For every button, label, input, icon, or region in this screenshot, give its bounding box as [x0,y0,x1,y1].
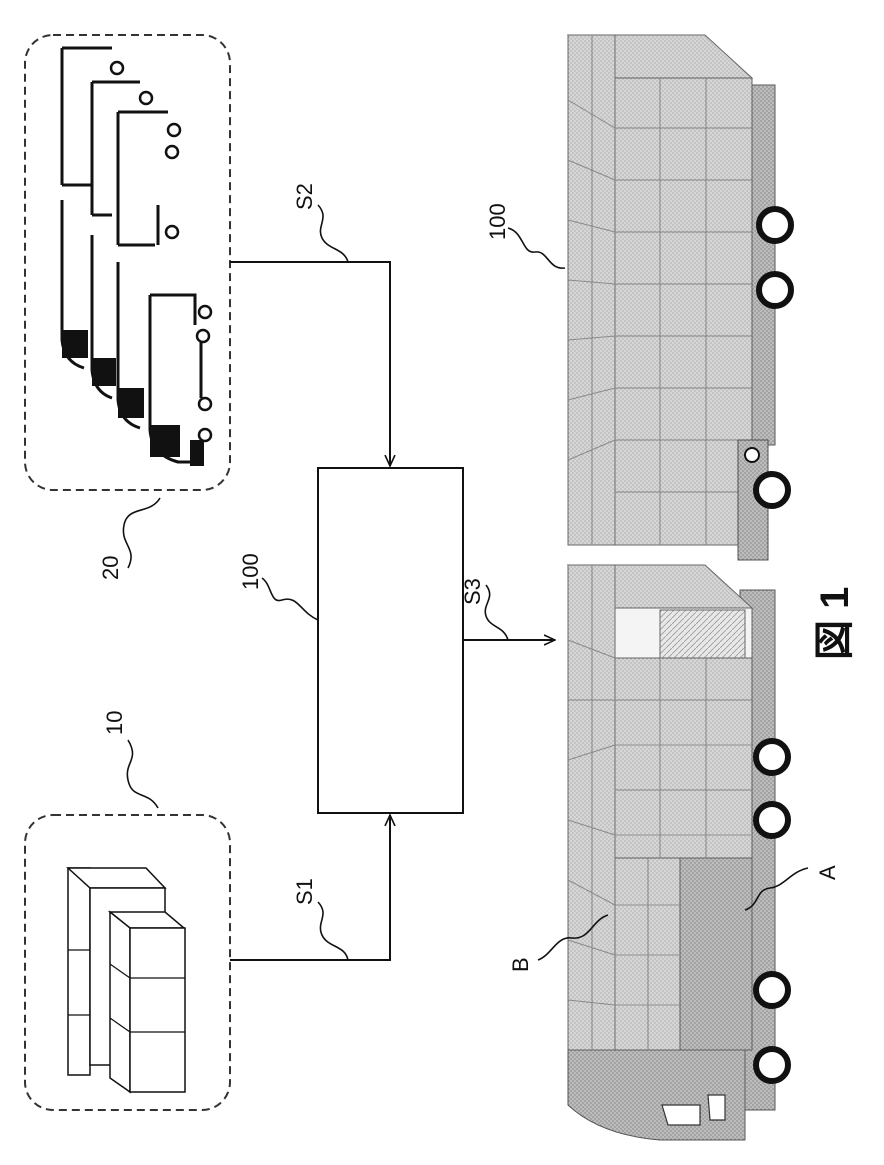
leader-s2 [318,205,348,262]
label-truck: 100 [485,203,510,240]
label-device: 100 [238,553,263,590]
cargo-group: 10 [25,711,230,1110]
signal-s3: S3 [460,578,555,640]
cargo-boxes-icon [68,868,185,1092]
vehicle-group: 20 [25,35,230,580]
wire-s2 [230,262,390,466]
signal-s2: S2 [230,183,390,466]
leader-vehicle-group [123,498,160,568]
label-cargo-group: 10 [102,711,127,735]
signal-s1: S1 [230,815,390,960]
leader-cargo-group [127,740,158,808]
label-s3: S3 [460,578,485,605]
label-region-b: B [508,957,533,972]
figure-title: 図 1 [813,587,857,660]
truck-fleet-icon [62,48,211,466]
label-s2: S2 [292,183,317,210]
leader-truck [508,228,565,268]
label-vehicle-group: 20 [98,556,123,580]
leader-device [262,578,318,620]
processing-device: 100 [238,468,463,813]
label-s1: S1 [292,878,317,905]
loaded-truck-icon: 100 [485,35,791,560]
loading-plan-truck: A B [508,565,840,1140]
label-region-a: A [815,865,840,880]
device-box [318,468,463,813]
leader-s3 [485,585,508,640]
leader-s1 [318,902,348,960]
